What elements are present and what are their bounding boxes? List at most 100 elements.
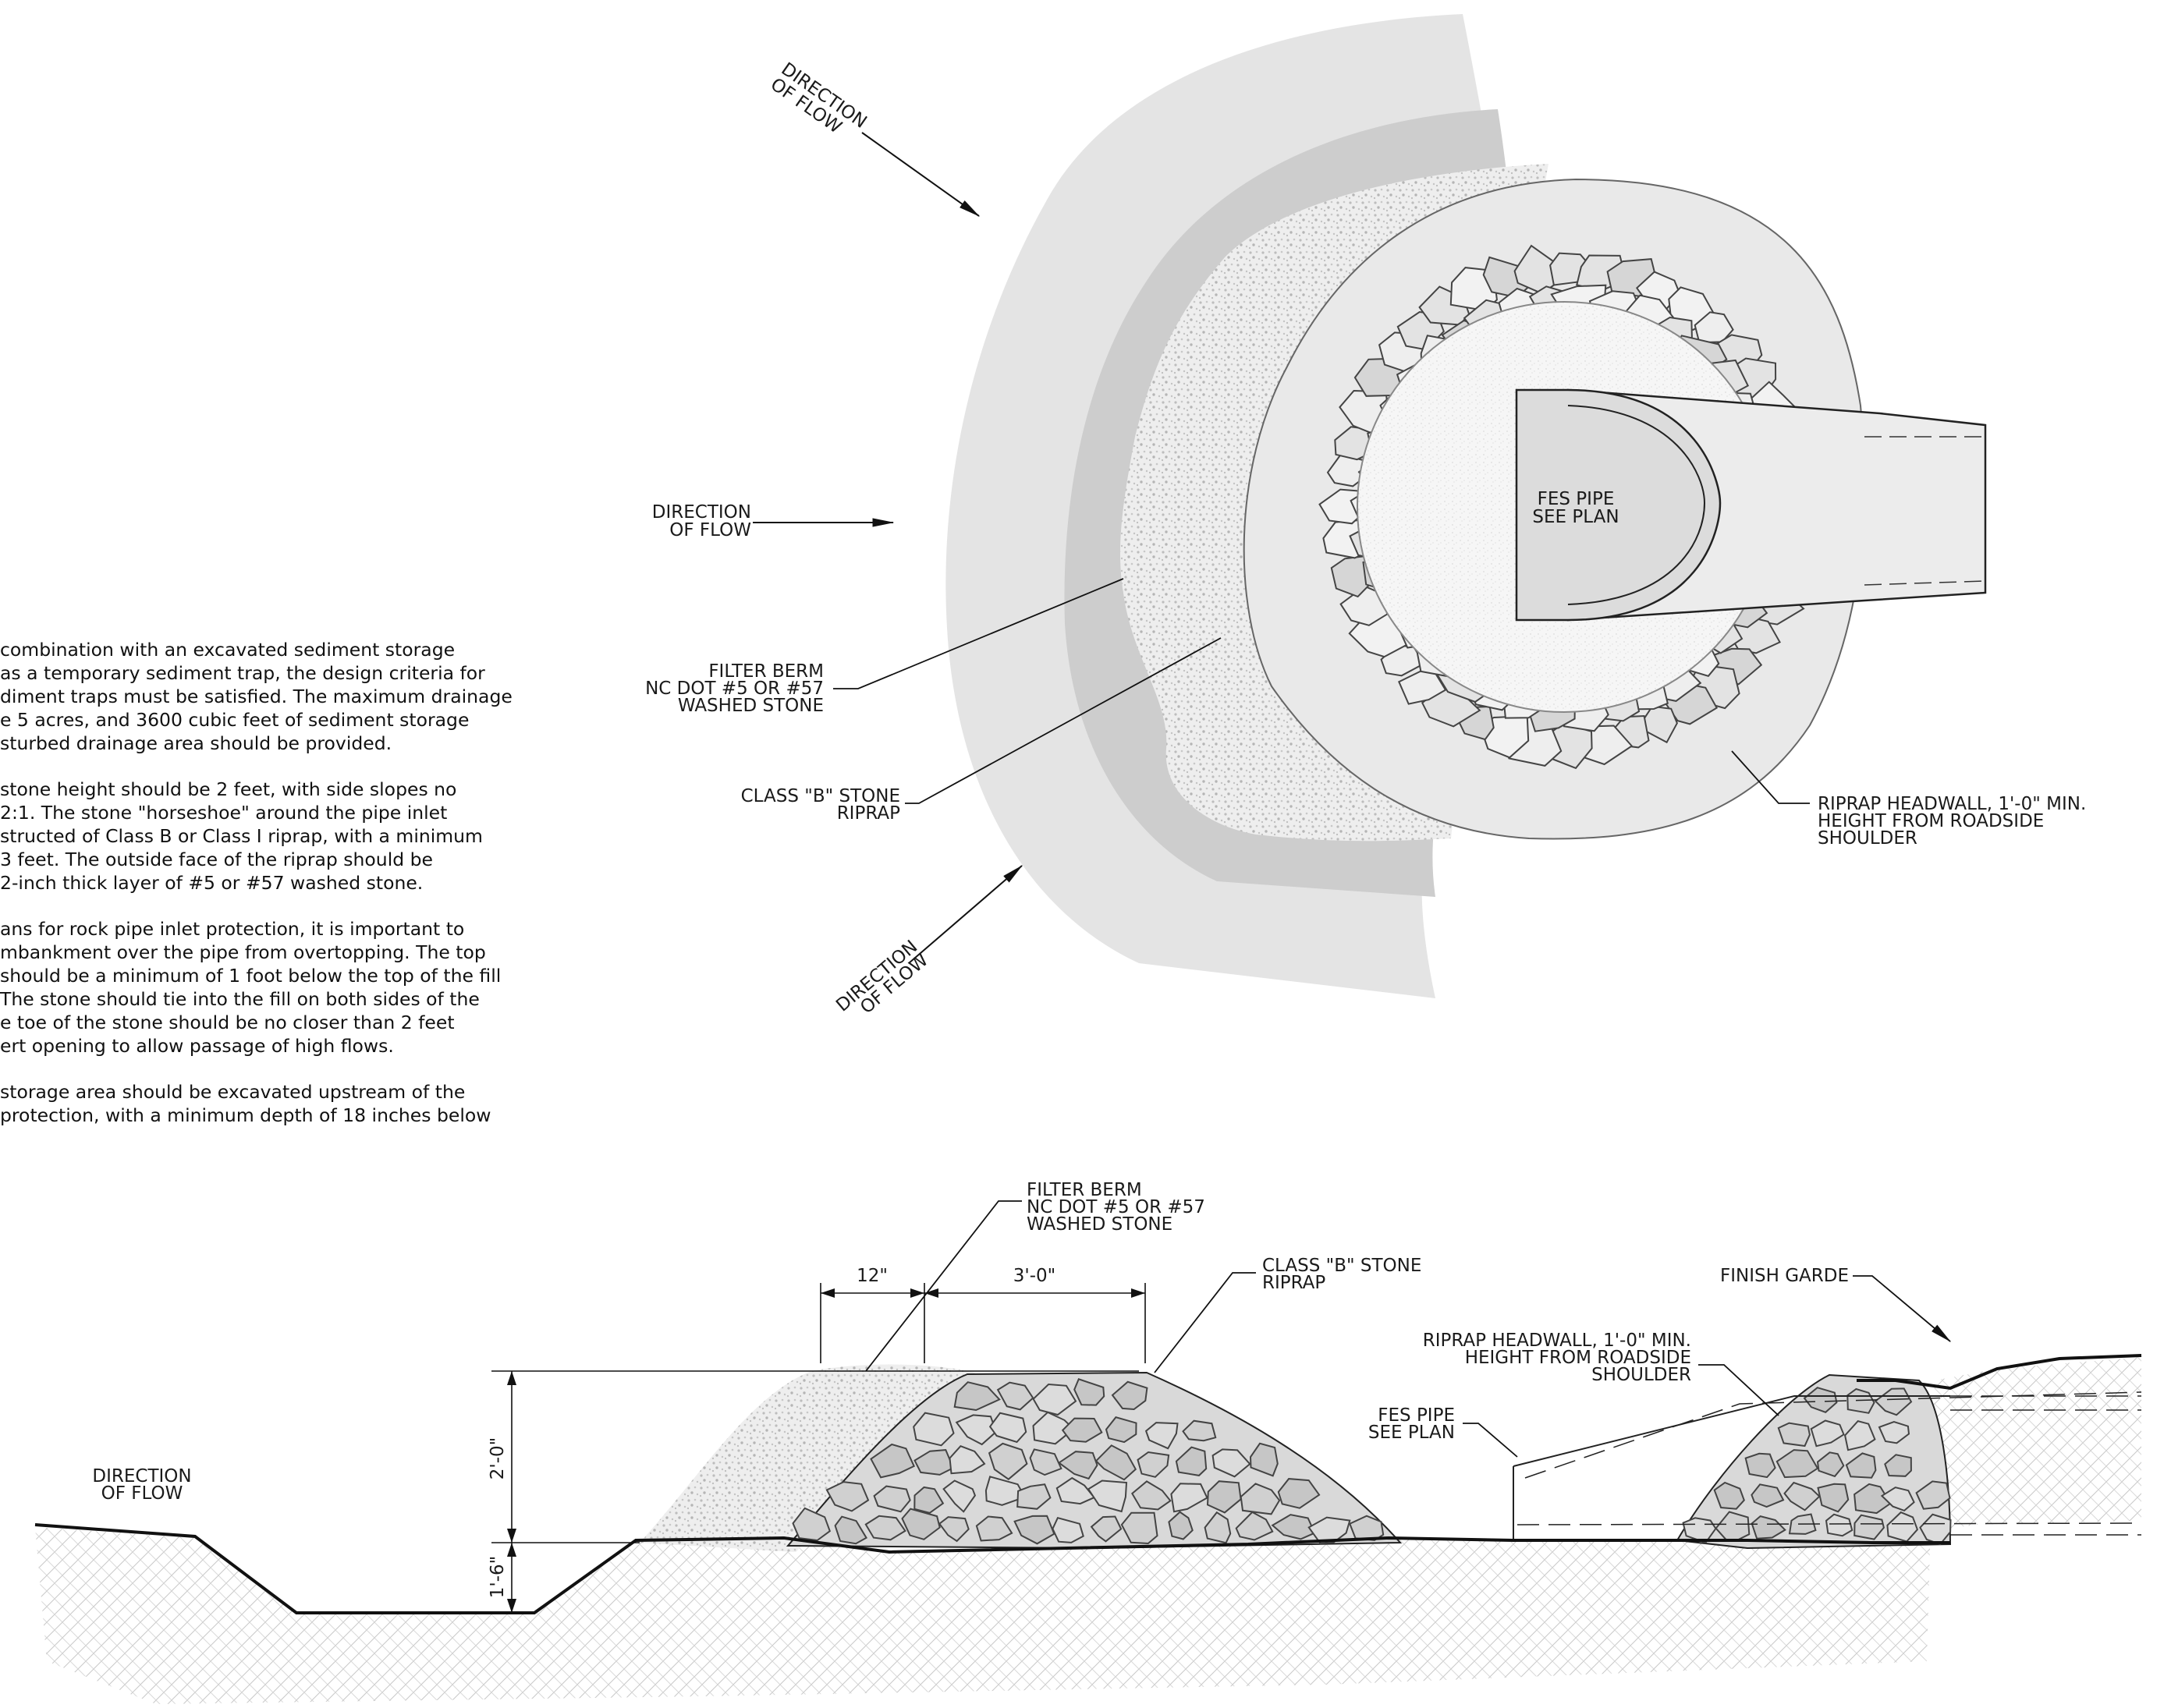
flow-arrow-top — [861, 132, 981, 217]
riprap-stone — [1090, 1515, 1123, 1543]
dim-12-inch: 12" — [857, 1266, 888, 1286]
riprap-stone — [984, 1476, 1027, 1506]
dimension-lines — [491, 1283, 1146, 1613]
riprap-stone — [988, 1442, 1028, 1480]
plan-direction-mid-line-1: DIRECTION — [652, 502, 751, 523]
note-line: as a temporary sediment trap, the design… — [0, 662, 485, 684]
plan-class-b-line-1: CLASS "B" STONE — [741, 786, 900, 806]
riprap-stone — [1844, 1419, 1876, 1451]
plan-fes-pipe-line-1: FES PIPE — [1538, 489, 1615, 509]
section-direction-line-2: OF FLOW — [101, 1483, 183, 1504]
section-fes-pipe-line-1: FES PIPE — [1378, 1405, 1455, 1426]
section-headwall-line-2: HEIGHT FROM ROADSIDE — [1465, 1348, 1691, 1368]
riprap-stone — [1277, 1478, 1321, 1509]
plan-class-b-line-2: RIPRAP — [837, 803, 900, 824]
riprap-stone — [1137, 1451, 1170, 1478]
riprap-stone — [1713, 1481, 1745, 1510]
note-line: The stone should tie into the fill on bo… — [0, 988, 480, 1010]
riprap-stone — [955, 1414, 998, 1446]
leader-section-filter-berm — [865, 1200, 1022, 1372]
riprap-stone — [1777, 1422, 1811, 1448]
dim-18-inch: 1'-6" — [488, 1556, 508, 1598]
note-paragraph: stone height should be 2 feet, with side… — [0, 778, 546, 895]
riprap-stone — [1307, 1516, 1351, 1545]
riprap-stone — [1013, 1515, 1055, 1545]
riprap-stone — [792, 1507, 831, 1542]
note-line: stone height should be 2 feet, with side… — [0, 778, 457, 800]
riprap-stone — [949, 1445, 986, 1475]
section-soil — [35, 1357, 2141, 1704]
riprap-stone — [864, 1515, 906, 1541]
riprap-stone — [1170, 1483, 1208, 1513]
leader-headwall — [1731, 750, 1810, 804]
section-direction-line-1: DIRECTION — [92, 1466, 191, 1487]
section-filter-berm-line-1: FILTER BERM — [1027, 1180, 1142, 1200]
section-filter-berm-line-3: WASHED STONE — [1027, 1214, 1172, 1235]
note-paragraph: ans for rock pipe inlet protection, it i… — [0, 917, 546, 1058]
plan-filter-berm-line-3: WASHED STONE — [678, 696, 824, 716]
note-line: storage area should be excavated upstrea… — [0, 1081, 466, 1103]
riprap-stone — [1052, 1517, 1084, 1543]
riprap-stone — [873, 1485, 911, 1513]
riprap-stone — [1016, 1483, 1052, 1510]
riprap-stone — [1111, 1380, 1148, 1411]
note-line: e toe of the stone should be no closer t… — [0, 1012, 455, 1033]
riprap-stone — [1057, 1451, 1098, 1480]
riprap-stone — [1211, 1448, 1251, 1478]
section-fes-pipe-line-2: SEE PLAN — [1368, 1423, 1455, 1443]
plan-headwall-line-3: SHOULDER — [1818, 828, 1917, 849]
section-headwall-line-1: RIPRAP HEADWALL, 1'-0" MIN. — [1423, 1331, 1691, 1351]
riprap-stone — [1775, 1449, 1819, 1479]
riprap-stone — [1240, 1483, 1281, 1515]
note-line: structed of Class B or Class I riprap, w… — [0, 825, 483, 847]
riprap-stone — [834, 1515, 867, 1545]
riprap-stone — [1168, 1511, 1194, 1540]
section-filter-berm-line-2: NC DOT #5 OR #57 — [1027, 1197, 1205, 1217]
fes-pipe-section — [1513, 1395, 1950, 1467]
riprap-stone — [1032, 1383, 1077, 1416]
riprap-stone — [1131, 1480, 1172, 1511]
note-line: 3 feet. The outside face of the riprap s… — [0, 849, 433, 870]
riprap-stone — [1783, 1481, 1821, 1511]
riprap-stone — [1878, 1420, 1910, 1444]
plan-filter-berm-line-1: FILTER BERM — [708, 661, 824, 682]
riprap-stone — [942, 1479, 977, 1513]
riprap-stone — [1144, 1422, 1179, 1450]
design-notes: combination with an excavated sediment s… — [0, 638, 546, 1150]
riprap-stone — [1751, 1483, 1785, 1508]
riprap-stone — [1182, 1419, 1217, 1442]
riprap-stone — [1175, 1446, 1208, 1476]
section-class-b-line-1: CLASS "B" STONE — [1262, 1256, 1421, 1276]
note-paragraph: storage area should be excavated upstrea… — [0, 1080, 546, 1127]
ground-line — [34, 1523, 1950, 1614]
riprap-stone — [870, 1443, 916, 1479]
section-view: 12" 3'-0" 2'-0" 1'-6" FILTER BERM NC DOT… — [34, 1180, 2142, 1704]
fes-pipe-top-dashed — [1524, 1391, 2142, 1479]
riprap-stone — [953, 1381, 1001, 1412]
section-class-b-line-2: RIPRAP — [1262, 1273, 1325, 1293]
riprap-stone — [1061, 1417, 1103, 1443]
riprap-stone — [1919, 1513, 1952, 1546]
riprap-stone — [1249, 1442, 1279, 1477]
riprap-stone — [1874, 1387, 1913, 1416]
riprap-stone — [1271, 1514, 1316, 1540]
riprap-stone — [1087, 1479, 1128, 1513]
riprap-stone — [1105, 1416, 1137, 1444]
note-line: should be a minimum of 1 foot below the … — [0, 965, 502, 987]
fes-pipe-invert-dashed — [1517, 1522, 2142, 1526]
riprap-stone — [901, 1508, 941, 1540]
note-paragraph: combination with an excavated sediment s… — [0, 638, 546, 755]
leader-section-class-b — [1154, 1272, 1256, 1373]
riprap-stone — [1816, 1451, 1845, 1478]
plan-direction-mid-line-2: OF FLOW — [669, 520, 751, 540]
riprap-stone — [1349, 1515, 1385, 1541]
dim-2-feet: 2'-0" — [488, 1437, 508, 1479]
riprap-rocks-section — [792, 1378, 1385, 1545]
leader-finish-grade — [1853, 1275, 1952, 1342]
leader-filter-berm — [833, 578, 1124, 689]
riprap-stone — [1915, 1480, 1951, 1510]
riprap-stone — [1884, 1454, 1912, 1477]
note-line: combination with an excavated sediment s… — [0, 639, 456, 661]
riprap-stone — [1880, 1487, 1915, 1512]
section-headwall-line-3: SHOULDER — [1591, 1365, 1691, 1385]
